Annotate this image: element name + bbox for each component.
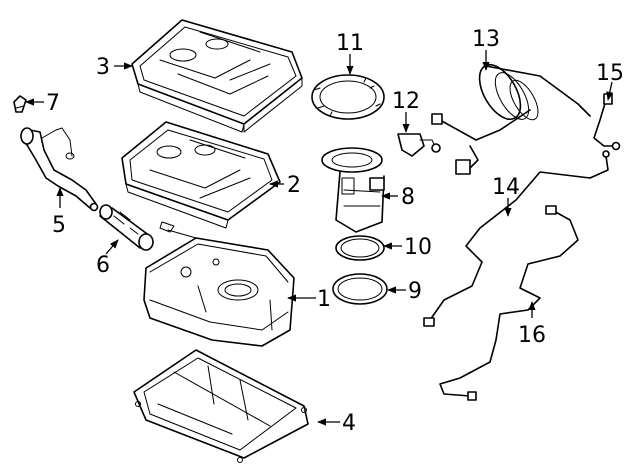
callout-14: 14 xyxy=(492,175,520,200)
leader-6 xyxy=(105,239,119,255)
fuel-tank xyxy=(143,221,295,347)
lock-ring xyxy=(311,74,385,120)
heat-shield-lower xyxy=(121,121,281,229)
fuel-sensor xyxy=(397,133,441,157)
callout-3: 3 xyxy=(96,55,110,80)
filler-neck xyxy=(20,127,99,212)
callout-12: 12 xyxy=(392,89,420,114)
callout-7: 7 xyxy=(46,91,60,116)
callout-11: 11 xyxy=(336,31,364,56)
filler-hose xyxy=(99,204,154,251)
callout-16: 16 xyxy=(518,323,546,348)
leader-lines xyxy=(25,50,614,426)
leader-15 xyxy=(606,81,614,101)
fuel-line-16 xyxy=(439,205,579,401)
fuel-line-14 xyxy=(423,150,610,327)
connector-line xyxy=(593,93,621,151)
callout-4: 4 xyxy=(342,411,356,436)
callout-6: 6 xyxy=(96,253,110,278)
heat-shield-upper xyxy=(131,19,303,133)
callout-9: 9 xyxy=(408,279,422,304)
callout-13: 13 xyxy=(472,27,500,52)
callout-8: 8 xyxy=(401,185,415,210)
callout-numbers: 1 2 3 4 5 6 7 8 9 10 11 12 13 14 15 16 xyxy=(46,27,624,436)
callout-15: 15 xyxy=(596,61,624,86)
callout-1: 1 xyxy=(317,287,331,312)
skid-plate xyxy=(133,349,309,463)
wiring-harness xyxy=(431,64,591,175)
pump-gasket xyxy=(332,273,388,305)
callout-5: 5 xyxy=(52,213,66,238)
callout-2: 2 xyxy=(287,173,301,198)
pump-seal xyxy=(335,235,385,261)
clip xyxy=(13,95,27,113)
callout-10: 10 xyxy=(404,235,432,260)
fuel-pump-module xyxy=(321,147,385,233)
